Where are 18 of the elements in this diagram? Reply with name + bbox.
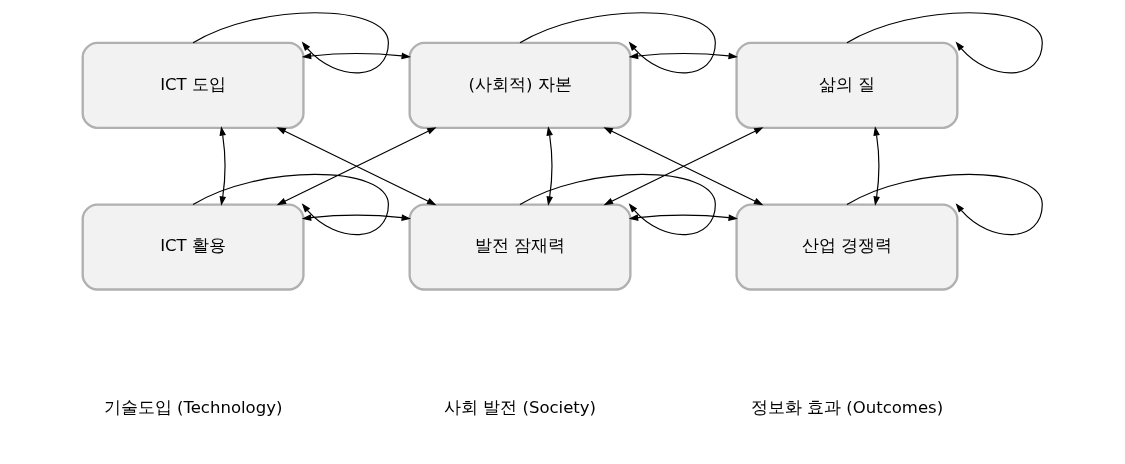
arrow xyxy=(628,214,738,221)
node-box: 산업 경쟁력 xyxy=(735,203,959,291)
node-box: 삶의 질 xyxy=(735,41,959,129)
label: 기술도입 (Technology) xyxy=(103,398,283,418)
arrow xyxy=(546,126,553,206)
label: 정보화 효과 (Outcomes) xyxy=(750,398,944,418)
label: 사회 발전 (Society) xyxy=(443,398,597,418)
node-box: (사회적) 자본 xyxy=(408,41,632,129)
arrow xyxy=(276,127,437,206)
arrow xyxy=(603,127,764,206)
node-box: ICT 도입 xyxy=(81,41,305,129)
arrow xyxy=(301,52,411,60)
arrow xyxy=(873,126,880,206)
arrow xyxy=(628,52,738,60)
node-box: ICT 활용 xyxy=(81,203,305,291)
arrow xyxy=(301,214,411,221)
node-box: 발전 잠재력 xyxy=(408,203,632,291)
arrow xyxy=(219,126,227,206)
